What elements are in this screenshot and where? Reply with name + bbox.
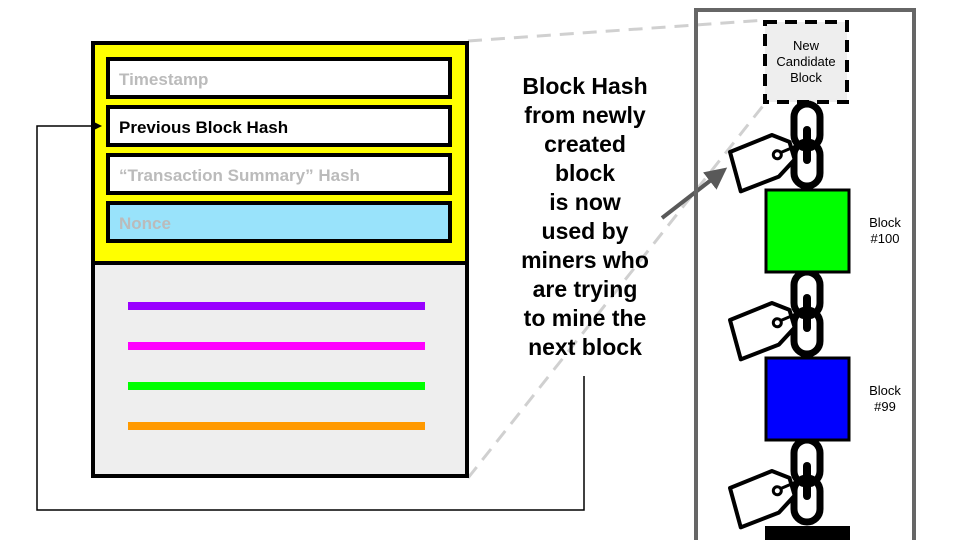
callout-line: used by [542,218,629,244]
chain-block: Block#99 [764,356,901,442]
callout-text: Block Hash from newly created block is now us… [521,73,649,360]
chain-block-label: Block#99 [869,383,901,414]
header-field: Nonce [106,201,452,243]
callout-line: to mine the [524,305,647,331]
chain-block-label-line: Block [869,383,901,398]
chain-block-label-line: Block [869,215,901,230]
zoom-guide-top [467,18,767,43]
header-field-box [106,153,452,195]
transaction-line [128,342,425,350]
callout-line: from newly [524,102,646,128]
header-field-box [106,201,452,243]
callout-line: is now [549,189,621,215]
callout-line: Block Hash [522,73,647,99]
block-98 [765,526,850,540]
transaction-lines [128,302,425,430]
chain-block-box [764,356,851,442]
chain-block-box [764,188,851,274]
zoom-guide-bottom [466,101,768,479]
header-field-label: Previous Block Hash [119,118,288,137]
candidate-label-line: Block [790,70,822,85]
callout-line: are trying [533,276,638,302]
callout-line: miners who [521,247,649,273]
transaction-line [128,422,425,430]
header-field-box [106,105,452,147]
header-field-label: Nonce [119,214,171,233]
chain-block: Block#100 [764,188,901,274]
transaction-line [128,382,425,390]
header-field: “Transaction Summary” Hash [106,153,452,195]
candidate-label-line: Candidate [776,54,835,69]
hash-connector-line [36,121,585,511]
callout-line: next block [528,334,642,360]
block-body-area [91,261,469,478]
chain-block-label-line: #100 [871,231,900,246]
header-field: Previous Block Hash [106,105,452,147]
chain-frame [694,8,916,540]
callout-line: block [555,160,615,186]
header-field-label: “Transaction Summary” Hash [119,166,360,185]
candidate-label-line: New [793,38,820,53]
chain-block-label: Block#100 [869,215,901,246]
header-field: Timestamp [106,57,452,99]
transaction-line [128,302,425,310]
arrow-icon [660,167,728,220]
callout-line: created [544,131,626,157]
chain-block-label-line: #99 [874,399,896,414]
header-field-box [106,57,452,99]
header-field-label: Timestamp [119,70,208,89]
